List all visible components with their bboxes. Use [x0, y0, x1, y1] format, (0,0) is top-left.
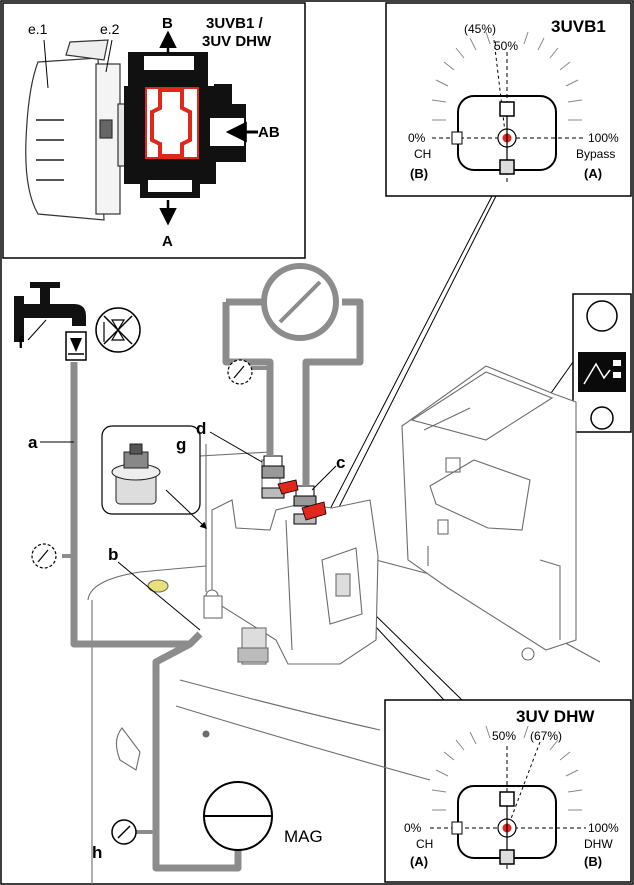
- check-valve-icon: [65, 331, 87, 361]
- label-f: f: [18, 333, 24, 352]
- expansion-vessel-icon: [203, 781, 273, 851]
- leader-top-gauge-1: [325, 195, 493, 518]
- gauge-bottom-right-port: (B): [584, 854, 602, 869]
- gauge-bottom-scale: [431, 725, 583, 811]
- control-panel-icon: [578, 300, 626, 430]
- gauge-top-title: 3UVB1: [551, 17, 606, 36]
- gauge-bottom-right-pct: 100%: [588, 821, 619, 835]
- tap-icon: [14, 282, 86, 342]
- leader-bottom-gauge-2: [367, 607, 463, 701]
- fitting-c: [293, 485, 317, 525]
- label-valve-line1: 3UVB1 /: [206, 15, 264, 32]
- label-e2: e.2: [100, 21, 120, 37]
- leader-g: [165, 489, 208, 529]
- leader-c: [311, 465, 337, 491]
- leader-e2: [105, 39, 113, 73]
- leader-e1: [43, 39, 49, 89]
- pressure-gauge-icon: [111, 819, 137, 845]
- gauge-top-left-port: (B): [410, 166, 428, 181]
- label-mag: MAG: [284, 827, 323, 846]
- gauge-top-left-name: CH: [414, 147, 431, 161]
- leader-b: [117, 561, 201, 631]
- component-g-sketch: [111, 443, 161, 505]
- leader-f: [27, 319, 47, 341]
- heat-exchanger-icon: [261, 263, 339, 341]
- label-port-a: A: [162, 233, 173, 250]
- label-c: c: [336, 453, 345, 472]
- label-port-b: B: [162, 15, 173, 32]
- valve-shutter: [150, 88, 192, 158]
- gauge-bottom-marker-pct: (67%): [530, 729, 562, 743]
- gauge-bottom-marker-line: [508, 741, 541, 825]
- label-a: a: [28, 433, 38, 452]
- leader-top-gauge-2: [332, 195, 497, 520]
- valve-handle-red-2: [301, 501, 327, 521]
- gauge-top-mid-pct: 50%: [494, 39, 518, 53]
- label-d: d: [196, 419, 206, 438]
- label-valve-line2: 3UV DHW: [202, 33, 272, 50]
- air-vent-arrow-2: [233, 365, 245, 379]
- gauge-top-right-port: (A): [584, 166, 602, 181]
- pipe-network: [70, 298, 364, 872]
- gauge-bottom-left-name: CH: [416, 837, 433, 851]
- air-vent-arrow-1: [37, 549, 49, 563]
- gauge-bottom-shaft: [451, 791, 517, 865]
- gauge-top-marker-pct: (45%): [464, 22, 496, 36]
- gauge-bottom-mid-pct: 50%: [492, 729, 516, 743]
- leader-d: [209, 431, 263, 463]
- label-port-ab: AB: [258, 124, 280, 141]
- gauge-top-shaft: [451, 101, 517, 175]
- label-g: g: [176, 435, 186, 454]
- gauge-top-left-pct: 0%: [408, 131, 426, 145]
- gauge-bottom-right-name: DHW: [584, 837, 613, 851]
- label-b: b: [108, 545, 118, 564]
- gauge-top-right-pct: 100%: [588, 131, 619, 145]
- label-e1: e.1: [28, 21, 48, 37]
- actuator-sketch: [25, 39, 139, 221]
- gauge-top-scale: [431, 31, 583, 121]
- valve-handle-red-1: [277, 479, 299, 495]
- gauge-bottom-left-pct: 0%: [404, 821, 422, 835]
- gauge-bottom-title: 3UV DHW: [516, 707, 595, 726]
- no-drinking-water-icon: [95, 307, 141, 353]
- gauge-bottom-left-port: (A): [410, 854, 428, 869]
- gauge-top-right-name: Bypass: [576, 147, 615, 161]
- label-h: h: [92, 843, 102, 862]
